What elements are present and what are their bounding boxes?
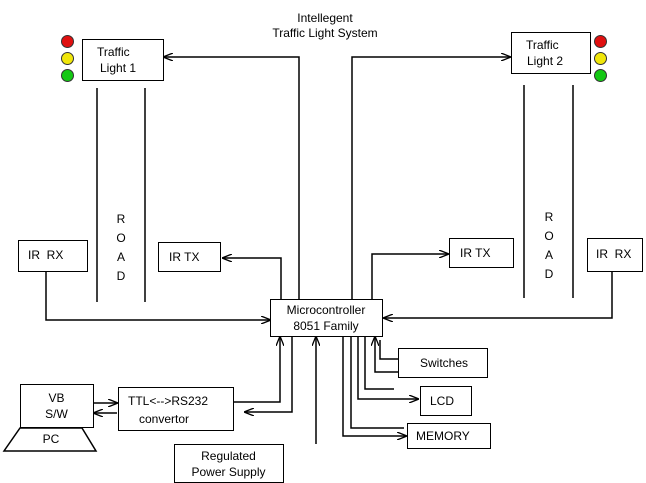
power-supply-box: Regulated Power Supply <box>174 444 284 483</box>
road-label-left: ROAD <box>116 212 126 283</box>
memory-label: MEMORY <box>416 429 470 443</box>
converter-label-1: TTL<-->RS232 <box>128 394 209 408</box>
pc-label-sw: S/W <box>45 407 68 421</box>
traffic-light-2-red <box>594 35 607 48</box>
traffic-light-2-yellow <box>594 52 607 65</box>
traffic-light-2-label-1: Traffic <box>526 38 559 52</box>
converter-box: TTL<-->RS232 convertor <box>118 387 234 431</box>
switches-label: Switches <box>420 356 469 370</box>
power-supply-label-2: Power Supply <box>191 465 266 479</box>
converter-label-2: convertor <box>139 412 190 426</box>
road-label-right: ROAD <box>544 210 554 281</box>
ir-rx-right-label: IR RX <box>596 247 632 261</box>
traffic-light-1-label-1: Traffic <box>97 45 130 59</box>
ir-tx-left-box: IR TX <box>158 242 221 272</box>
pc-base-label: PC <box>42 432 60 446</box>
traffic-light-2-box: Traffic Light 2 <box>511 32 591 74</box>
microcontroller-label-1: Microcontroller <box>286 303 366 317</box>
pc-screen-box: VB S/W <box>20 384 94 428</box>
diagram-title: Intellegent Traffic Light System <box>230 11 420 41</box>
title-line-1: Intellegent <box>297 11 353 25</box>
pc-base-shape <box>2 427 98 452</box>
switches-box: Switches <box>398 348 488 378</box>
traffic-light-2-label-2: Light 2 <box>527 54 564 68</box>
ir-tx-right-label: IR TX <box>460 246 491 260</box>
pc-label-vb: VB <box>48 391 65 405</box>
lcd-label: LCD <box>430 394 455 408</box>
traffic-light-1-label-2: Light 1 <box>100 61 137 75</box>
memory-box: MEMORY <box>407 423 491 449</box>
ir-tx-right-box: IR TX <box>449 238 514 268</box>
microcontroller-box: Microcontroller 8051 Family <box>270 299 383 337</box>
ir-rx-left-box: IR RX <box>18 240 88 272</box>
traffic-light-1-green <box>61 69 74 82</box>
traffic-light-2-green <box>594 69 607 82</box>
title-line-2: Traffic Light System <box>272 26 378 40</box>
microcontroller-label-2: 8051 Family <box>293 319 359 333</box>
ir-tx-left-label: IR TX <box>169 250 200 264</box>
traffic-light-1-red <box>61 35 74 48</box>
lcd-box: LCD <box>420 386 472 416</box>
power-supply-label-1: Regulated <box>201 449 256 463</box>
ir-rx-right-box: IR RX <box>587 238 643 272</box>
traffic-light-1-yellow <box>61 52 74 65</box>
ir-rx-left-label: IR RX <box>28 248 64 262</box>
traffic-light-1-box: Traffic Light 1 <box>82 39 164 81</box>
